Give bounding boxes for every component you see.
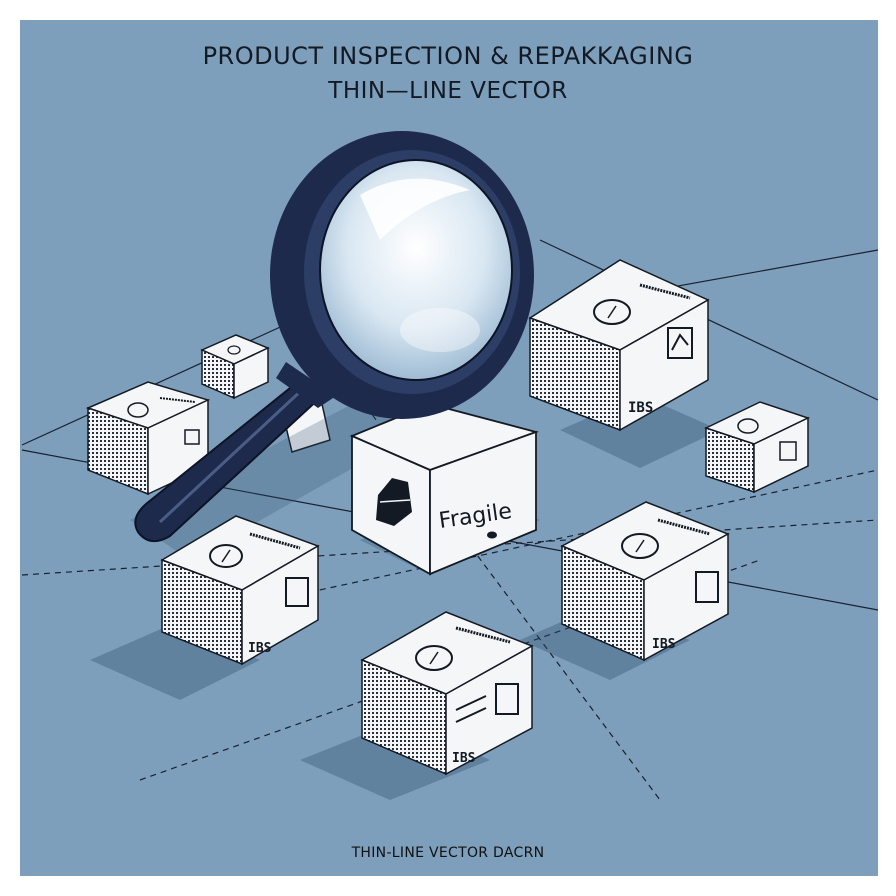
shipping-box-icon: IBS — [528, 259, 720, 468]
box-code-label: IBS — [248, 641, 272, 656]
box-code-label: IBS — [452, 751, 476, 766]
page-title: PRODUCT INSPECTION & REPAKKAGING — [202, 42, 694, 70]
page-subtitle: THIN—LINE VECTOR — [328, 78, 568, 104]
shipping-box-icon — [85, 381, 211, 496]
shipping-box-icon: IBS — [90, 515, 320, 700]
shipping-box-icon: IBS — [300, 611, 534, 800]
box-code-label: IBS — [652, 637, 676, 652]
magnifying-glass-icon — [134, 131, 534, 543]
box-code-label: IBS — [628, 400, 653, 416]
shipping-box-icon: IBS — [520, 501, 730, 680]
caption: THIN-LINE VECTOR DACRN — [351, 845, 545, 861]
shipping-box-icon — [704, 401, 810, 494]
magnifier-shadow — [130, 400, 420, 560]
fragile-box-icon: Fragile — [349, 370, 540, 576]
shipping-box-icon — [200, 334, 270, 400]
